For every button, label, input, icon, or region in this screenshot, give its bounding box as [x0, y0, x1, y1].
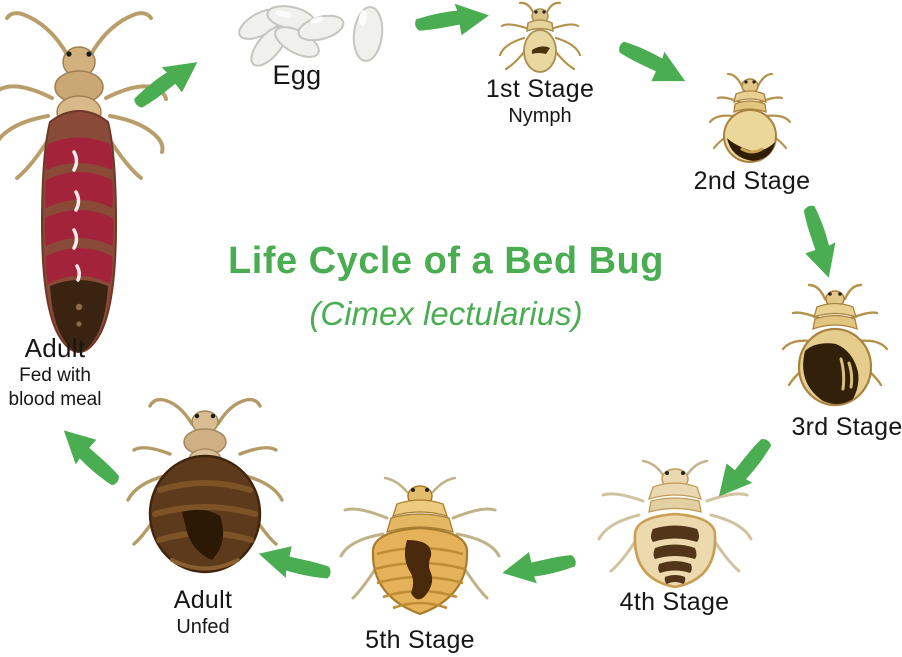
first-stage-label: 1st Stage: [485, 75, 595, 103]
third-stage-label: 3rd Stage: [791, 413, 902, 441]
arrow-egg-to-first-stage-icon: [413, 0, 491, 40]
first-stage-bug-illustration: [498, 1, 582, 73]
diagram-subtitle: (Cimex lectularius): [309, 294, 583, 332]
egg-label-group: Egg: [247, 60, 347, 91]
adult-unfed-label: Adult: [173, 586, 233, 614]
fifth-stage-bug-illustration: [339, 476, 501, 616]
adult-fed-sublabel-line1: Fed with: [19, 364, 91, 386]
adult-unfed-sublabel: Unfed: [176, 615, 230, 638]
adult-unfed-label-group: Adult Unfed: [143, 586, 263, 640]
first-stage-sublabel: Nymph: [508, 104, 572, 127]
second-stage-label-group: 2nd Stage: [682, 167, 822, 196]
egg-illustration: [238, 5, 384, 67]
first-stage-label-group: 1st Stage Nymph: [477, 75, 603, 129]
arrow-adult-unfed-to-adult-fed-icon: [52, 418, 128, 495]
third-stage-label-group: 3rd Stage: [779, 413, 902, 442]
arrow-fourth-to-fifth-stage-icon: [499, 545, 578, 588]
fourth-stage-label-group: 4th Stage: [602, 588, 747, 617]
fifth-stage-label: 5th Stage: [365, 626, 475, 654]
adult-fed-bug-illustration: [0, 11, 168, 354]
second-stage-label: 2nd Stage: [693, 167, 811, 195]
diagram-title: Life Cycle of a Bed Bug: [228, 240, 664, 282]
arrow-first-to-second-stage-icon: [612, 30, 693, 96]
fourth-stage-bug-illustration: [597, 459, 753, 589]
adult-fed-label-group: Adult Fed with blood meal: [0, 333, 130, 411]
second-stage-bug-illustration: [708, 72, 792, 163]
adult-unfed-bug-illustration: [126, 397, 284, 574]
fifth-stage-label-group: 5th Stage: [347, 626, 493, 655]
egg-label: Egg: [272, 60, 322, 90]
third-stage-bug-illustration: [781, 283, 889, 407]
adult-fed-sublabel-line2: blood meal: [8, 388, 102, 410]
title-block: Life Cycle of a Bed Bug (Cimex lectulari…: [176, 240, 716, 333]
adult-fed-label: Adult: [24, 333, 86, 363]
fourth-stage-label: 4th Stage: [619, 588, 730, 616]
arrow-second-to-third-stage-icon: [794, 202, 844, 282]
